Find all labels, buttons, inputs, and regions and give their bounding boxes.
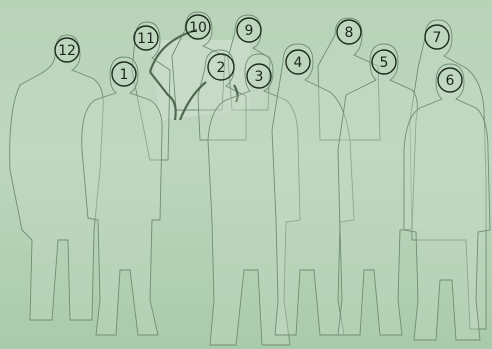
marker-label-5: 5	[380, 55, 389, 71]
marker-label-9: 9	[245, 23, 254, 39]
marker-label-2: 2	[217, 60, 226, 76]
marker-label-1: 1	[120, 67, 129, 83]
marker-label-12: 12	[58, 43, 76, 59]
marker-label-8: 8	[345, 25, 354, 41]
marker-label-6: 6	[446, 73, 455, 89]
marker-label-7: 7	[433, 30, 442, 46]
marker-label-3: 3	[255, 69, 264, 85]
marker-label-10: 10	[189, 20, 207, 36]
marker-label-11: 11	[137, 31, 155, 47]
marker-label-4: 4	[294, 55, 303, 71]
